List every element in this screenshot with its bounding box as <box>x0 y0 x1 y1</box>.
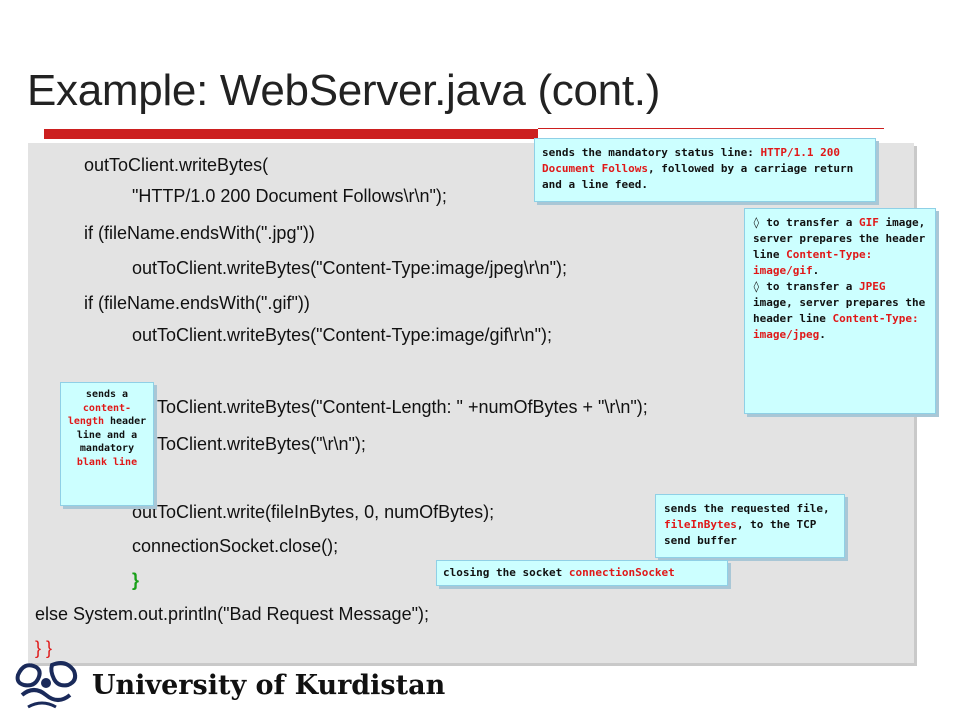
code-line: outToClient.writeBytes("Content-Type:ima… <box>132 258 567 278</box>
note-jpeg-item: ◊ to transfer a JPEG image, server prepa… <box>753 279 927 343</box>
note-status-line: sends the mandatory status line: HTTP/1.… <box>534 138 876 202</box>
code-line: "HTTP/1.0 200 Document Follows\r\n"); <box>132 186 447 206</box>
code-line: if (fileName.endsWith(".gif")) <box>84 293 310 313</box>
title-underline-bar <box>44 129 538 139</box>
note-text: image, server prepares the header line <box>753 296 926 325</box>
note-close-socket: closing the socket connectionSocket <box>436 560 728 586</box>
note-text: , followed by a carriage return and a li… <box>542 162 854 191</box>
note-text: sends a <box>85 389 129 400</box>
note-highlight: fileInBytes <box>664 518 737 531</box>
note-text: ◊ to transfer a <box>753 280 859 293</box>
note-text: , to the TCP send buffer <box>664 518 817 547</box>
note-text: header line and a mandatory <box>76 416 147 454</box>
note-highlight: GIF <box>858 216 879 229</box>
note-text: . <box>819 328 826 341</box>
note-highlight: Content-Type: image/gif <box>753 248 873 277</box>
note-highlight: Content-Type: image/jpeg <box>753 312 919 341</box>
note-text: sends the mandatory status line: <box>542 146 761 159</box>
code-closing-brace: } <box>132 570 140 590</box>
slide-title: Example: WebServer.java (cont.) <box>27 66 661 115</box>
title-underline-thin <box>538 128 884 129</box>
code-line: outToClient.writeBytes("Content-Length: … <box>132 397 648 417</box>
note-text: ◊ to transfer a <box>753 216 859 229</box>
note-highlight: HTTP/1.1 200 Document Follows <box>542 146 841 175</box>
note-content-type: ◊ to transfer a GIF image, server prepar… <box>744 208 936 414</box>
code-line: outToClient.write(fileInBytes, 0, numOfB… <box>132 502 495 522</box>
code-line: else System.out.println("Bad Request Mes… <box>35 604 429 624</box>
university-logo-icon <box>15 661 78 709</box>
note-gif-item: ◊ to transfer a GIF image, server prepar… <box>753 215 927 279</box>
university-name: University of Kurdistan <box>92 670 446 701</box>
note-text: image, server prepares the header line <box>753 216 926 261</box>
code-line: connectionSocket.close(); <box>132 536 339 556</box>
note-text: . <box>812 264 820 277</box>
code-closing-braces: } } <box>35 638 53 658</box>
note-highlight: connectionSocket <box>568 566 675 579</box>
code-line: outToClient.writeBytes("\r\n"); <box>132 434 366 454</box>
code-line: outToClient.writeBytes("Content-Type:ima… <box>132 325 552 345</box>
note-highlight: JPEG <box>858 280 886 293</box>
note-send-file: sends the requested file, fileInBytes, t… <box>655 494 845 558</box>
note-text: closing the socket <box>443 566 569 579</box>
note-highlight: content-length <box>67 402 132 428</box>
note-highlight: blank line <box>76 456 138 468</box>
code-line: outToClient.writeBytes( <box>84 155 269 175</box>
code-line: if (fileName.endsWith(".jpg")) <box>84 223 315 243</box>
note-content-length: sends a content-length header line and a… <box>60 382 154 506</box>
note-text: sends the requested file, <box>664 502 830 515</box>
